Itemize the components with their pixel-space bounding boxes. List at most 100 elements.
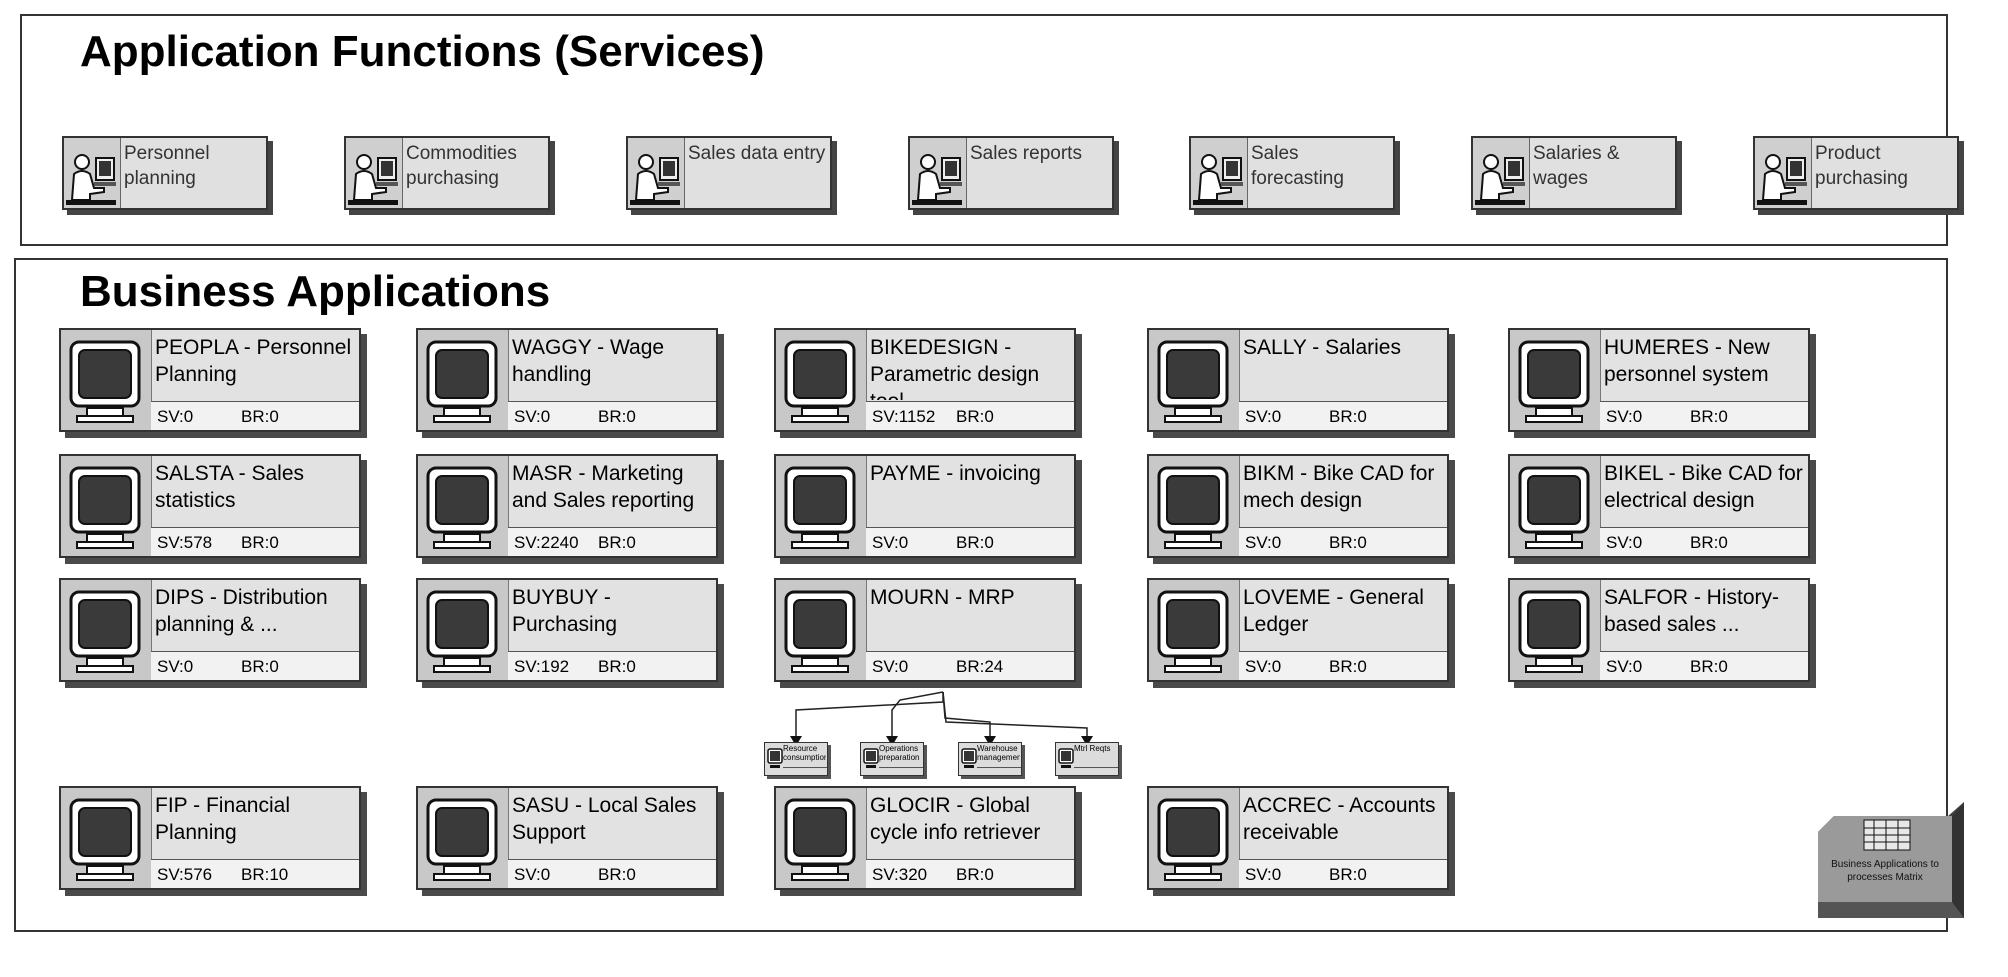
application-box[interactable]: SASU - Local Sales Support SV:0 BR:0 [416, 786, 718, 890]
sub-module-footer [977, 767, 1021, 775]
application-box[interactable]: SALLY - Salaries SV:0 BR:0 [1147, 328, 1449, 432]
sv-count: SV:0 [1245, 865, 1282, 884]
application-box[interactable]: SALSTA - Sales statistics SV:578 BR:0 [59, 454, 361, 558]
sv-count: SV:0 [157, 407, 194, 426]
application-name: ACCREC - Accounts receivable [1243, 794, 1436, 844]
application-box[interactable]: FIP - Financial Planning SV:576 BR:10 [59, 786, 361, 890]
sv-count: SV:320 [872, 865, 928, 884]
application-box[interactable]: HUMERES - New personnel system SV:0 BR:0 [1508, 328, 1810, 432]
application-name: SALFOR - History-based sales ... [1604, 586, 1780, 636]
application-name: SALLY - Salaries [1243, 336, 1401, 359]
service-box[interactable]: Personnel planning [62, 136, 268, 210]
application-box[interactable]: ACCREC - Accounts receivable SV:0 BR:0 [1147, 786, 1449, 890]
application-name: SALSTA - Sales statistics [155, 462, 305, 512]
application-stats: SV:0 BR:0 [151, 401, 359, 430]
sub-module-box[interactable]: Warehouse management [958, 742, 1022, 776]
br-count: BR:0 [1690, 407, 1728, 426]
person-at-computer-icon [910, 138, 967, 208]
monitor-icon [1510, 456, 1601, 556]
application-name: LOVEME - General Ledger [1243, 586, 1424, 636]
application-box[interactable]: MASR - Marketing and Sales reporting SV:… [416, 454, 718, 558]
service-box[interactable]: Sales data entry [626, 136, 832, 210]
person-at-computer-icon [346, 138, 403, 208]
sub-module-label: Operations preparation [879, 744, 920, 762]
sub-module-label: Resource consumption [783, 744, 826, 762]
monitor-icon [418, 580, 509, 680]
service-box[interactable]: Product purchasing [1753, 136, 1959, 210]
application-name: BIKM - Bike CAD for mech design [1243, 462, 1435, 512]
sv-count: SV:0 [514, 865, 551, 884]
sub-module-footer [783, 767, 827, 775]
application-name: BUYBUY - Purchasing [512, 586, 618, 636]
application-stats: SV:0 BR:0 [1239, 651, 1447, 680]
matrix-object[interactable] [1808, 802, 1964, 918]
application-box[interactable]: WAGGY - Wage handling SV:0 BR:0 [416, 328, 718, 432]
service-box[interactable]: Sales reports [908, 136, 1114, 210]
sv-count: SV:576 [157, 865, 213, 884]
application-name: PAYME - invoicing [870, 462, 1041, 485]
application-box[interactable]: MOURN - MRP SV:0 BR:24 [774, 578, 1076, 682]
sv-count: SV:192 [514, 657, 570, 676]
sub-module-box[interactable]: Mtrl Reqts [1055, 742, 1119, 776]
monitor-icon [776, 330, 867, 430]
functions-title: Application Functions (Services) [80, 27, 765, 76]
application-stats: SV:576 BR:10 [151, 859, 359, 888]
application-name: GLOCIR - Global cycle info retriever [870, 794, 1041, 844]
monitor-icon [61, 330, 152, 430]
monitor-icon [1149, 330, 1240, 430]
application-box[interactable]: DIPS - Distribution planning & ... SV:0 … [59, 578, 361, 682]
application-box[interactable]: LOVEME - General Ledger SV:0 BR:0 [1147, 578, 1449, 682]
application-box[interactable]: BIKEDESIGN - Parametric design tool SV:1… [774, 328, 1076, 432]
service-box[interactable]: Salaries & wages [1471, 136, 1677, 210]
monitor-icon [61, 580, 152, 680]
application-box[interactable]: GLOCIR - Global cycle info retriever SV:… [774, 786, 1076, 890]
br-count: BR:0 [1690, 657, 1728, 676]
application-stats: SV:0 BR:0 [1600, 651, 1808, 680]
service-box[interactable]: Commodities purchasing [344, 136, 550, 210]
person-at-computer-icon [628, 138, 685, 208]
sub-module-box[interactable]: Operations preparation [860, 742, 924, 776]
monitor-icon [1510, 580, 1601, 680]
application-stats: SV:578 BR:0 [151, 527, 359, 556]
br-count: BR:0 [598, 657, 636, 676]
sub-module-label: Warehouse management [977, 744, 1020, 762]
application-box[interactable]: BIKEL - Bike CAD for electrical design S… [1508, 454, 1810, 558]
service-label: Sales data entry [688, 143, 826, 164]
br-count: BR:0 [241, 657, 279, 676]
application-box[interactable]: BIKM - Bike CAD for mech design SV:0 BR:… [1147, 454, 1449, 558]
sv-count: SV:0 [1245, 407, 1282, 426]
monitor-icon [61, 456, 152, 556]
matrix-grid-icon [1863, 819, 1911, 851]
service-label: Salaries & wages [1533, 143, 1620, 189]
application-name: SASU - Local Sales Support [512, 794, 697, 844]
application-stats: SV:0 BR:0 [508, 401, 716, 430]
sv-count: SV:0 [872, 657, 909, 676]
sv-count: SV:0 [514, 407, 551, 426]
application-box[interactable]: SALFOR - History-based sales ... SV:0 BR… [1508, 578, 1810, 682]
service-label: Sales reports [970, 143, 1082, 164]
sub-module-box[interactable]: Resource consumption [764, 742, 828, 776]
sub-module-footer [879, 767, 923, 775]
application-box[interactable]: BUYBUY - Purchasing SV:192 BR:0 [416, 578, 718, 682]
br-count: BR:0 [598, 533, 636, 552]
br-count: BR:0 [1329, 865, 1367, 884]
application-name: FIP - Financial Planning [155, 794, 290, 844]
sv-count: SV:578 [157, 533, 213, 552]
br-count: BR:0 [598, 407, 636, 426]
application-name: HUMERES - New personnel system [1604, 336, 1770, 386]
br-count: BR:0 [956, 865, 994, 884]
application-name: MOURN - MRP [870, 586, 1015, 609]
br-count: BR:0 [1329, 533, 1367, 552]
service-box[interactable]: Sales forecasting [1189, 136, 1395, 210]
application-name: PEOPLA - Personnel Planning [155, 336, 352, 386]
br-count: BR:0 [1690, 533, 1728, 552]
application-box[interactable]: PAYME - invoicing SV:0 BR:0 [774, 454, 1076, 558]
application-stats: SV:0 BR:0 [1239, 401, 1447, 430]
sv-count: SV:1152 [872, 407, 936, 426]
br-count: BR:0 [241, 533, 279, 552]
service-label: Sales forecasting [1251, 143, 1344, 189]
br-count: BR:24 [956, 657, 1004, 676]
application-box[interactable]: PEOPLA - Personnel Planning SV:0 BR:0 [59, 328, 361, 432]
application-stats: SV:2240 BR:0 [508, 527, 716, 556]
monitor-icon [418, 456, 509, 556]
